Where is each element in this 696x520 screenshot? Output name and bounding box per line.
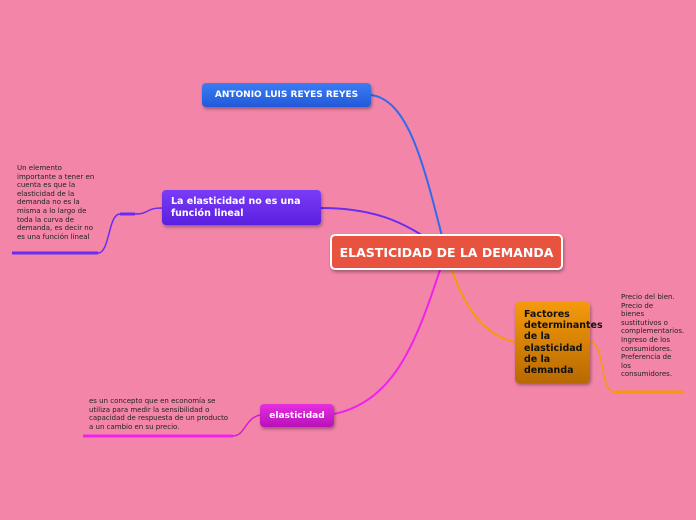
elasticidad-label: elasticidad — [269, 410, 325, 421]
central-topic-label: ELASTICIDAD DE LA DEMANDA — [339, 244, 554, 260]
central-topic[interactable]: ELASTICIDAD DE LA DEMANDA — [330, 234, 563, 270]
connector-elasticidad-note — [232, 414, 261, 437]
factors-note: Precio del bien. Precio de bienes sustit… — [621, 293, 685, 379]
author-node[interactable]: ANTONIO LUIS REYES REYES — [202, 83, 371, 107]
factors-label: Factores determinantes de la elasticidad… — [524, 309, 603, 377]
linear-function-note: Un elemento importante a tener en cuenta… — [17, 164, 95, 241]
connector-factors-note — [589, 341, 615, 393]
linear-function-node[interactable]: La elasticidad no es una función lineal — [162, 190, 321, 225]
connector-author — [370, 94, 447, 253]
author-label: ANTONIO LUIS REYES REYES — [214, 90, 359, 100]
factors-node[interactable]: Factores determinantes de la elasticidad… — [515, 302, 603, 383]
linear-function-label: La elasticidad no es una función lineal — [171, 196, 301, 219]
elasticidad-note: es un concepto que en economía se utiliz… — [89, 397, 229, 431]
elasticidad-node[interactable]: elasticidad — [260, 404, 334, 427]
connector-elasticidad — [333, 251, 447, 415]
